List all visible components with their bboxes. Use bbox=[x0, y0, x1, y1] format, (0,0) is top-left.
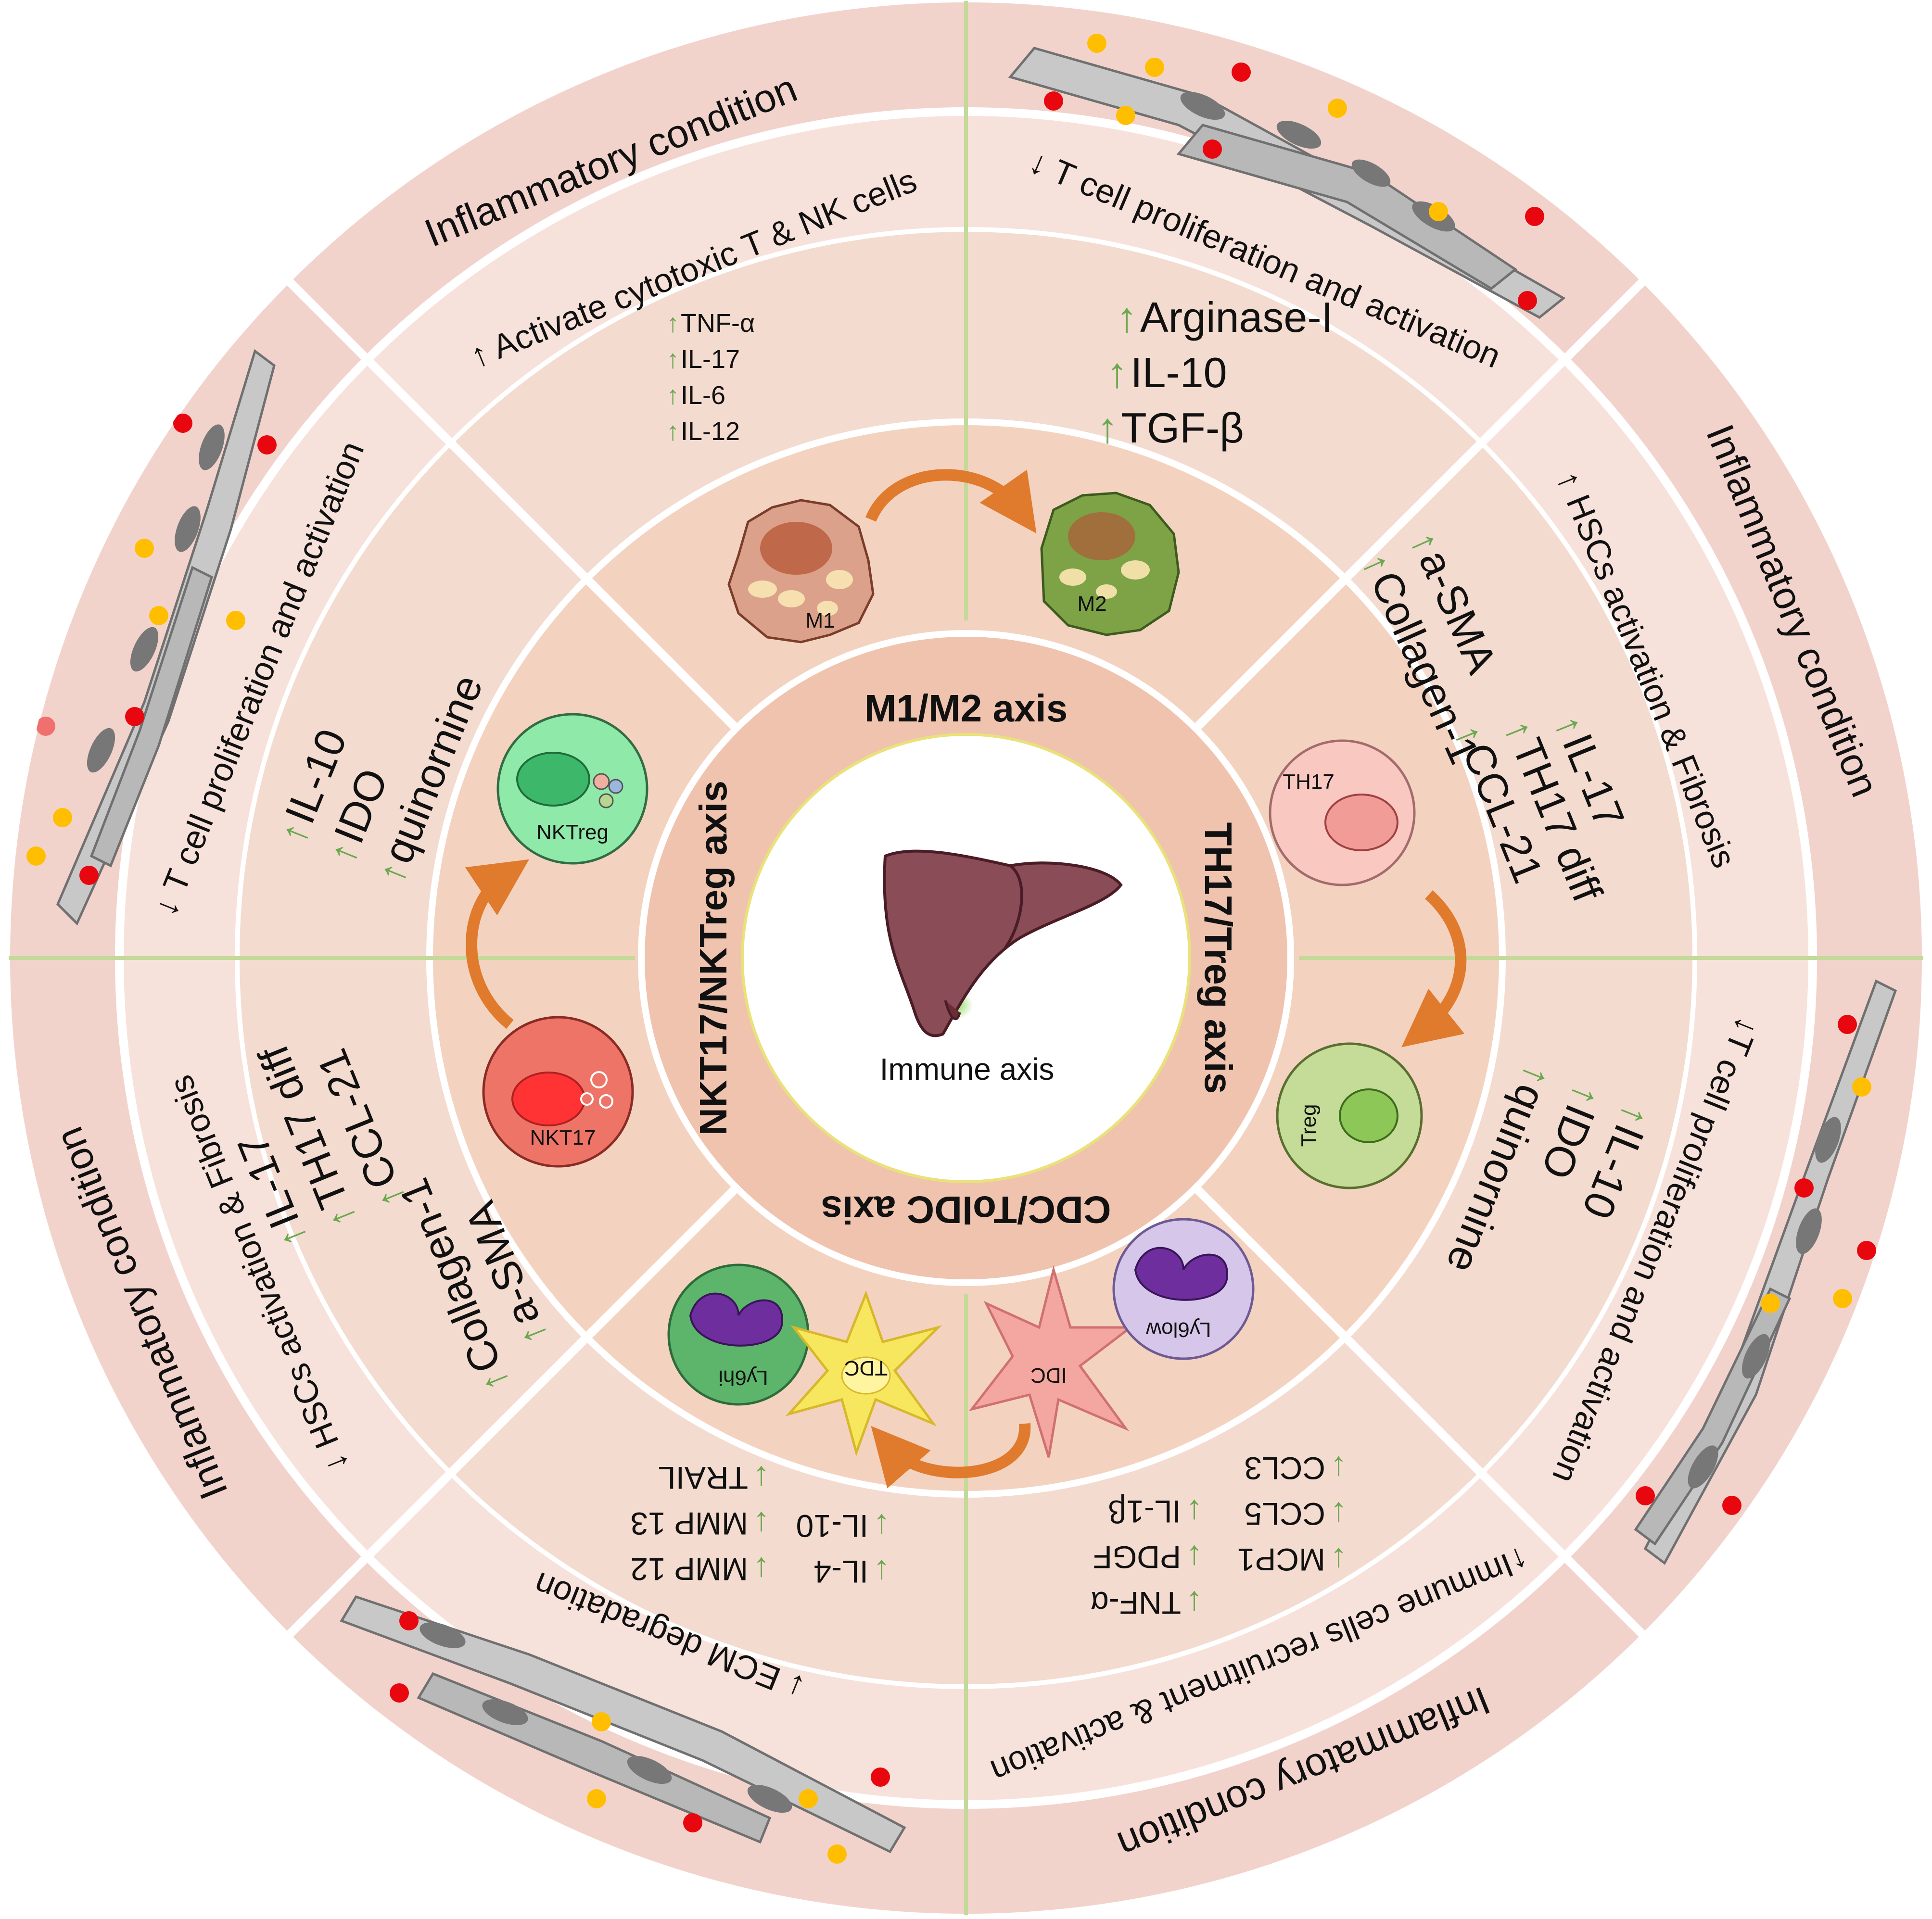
marker-list-idc-col2: ↓IL-1β ↓PDGF ↓TNF-α bbox=[1091, 1493, 1203, 1622]
svg-text:IL-10: IL-10 bbox=[796, 1508, 868, 1544]
marker-item: ↑TNF-α bbox=[666, 309, 755, 338]
m2-macrophage-icon: M2 bbox=[1040, 492, 1180, 636]
nktreg-cell-icon: NKTreg bbox=[496, 713, 648, 865]
svg-text:↑: ↑ bbox=[1116, 293, 1137, 341]
axis-label-th17treg: TH17/Treg axis bbox=[1197, 822, 1240, 1094]
marker-item: ↓IL-4 bbox=[813, 1553, 890, 1591]
svg-text:↑: ↑ bbox=[666, 345, 679, 374]
marker-list-tdc-col2: ↓IL-10 ↓IL-4 bbox=[796, 1508, 890, 1591]
nkt17-to-nktreg-arrow bbox=[465, 859, 529, 1029]
marker-item: ↑Arginase-I bbox=[1116, 293, 1333, 341]
svg-text:↓: ↓ bbox=[1330, 1450, 1347, 1488]
svg-text:CCL3: CCL3 bbox=[1244, 1451, 1325, 1486]
svg-text:TNF-α: TNF-α bbox=[681, 309, 755, 338]
marker-item: ↑IL-10 bbox=[1106, 349, 1227, 396]
marker-item: ↓MCP1 bbox=[1237, 1541, 1347, 1579]
marker-item: ↓MMP 13 bbox=[630, 1505, 770, 1543]
svg-text:↑: ↑ bbox=[666, 309, 679, 338]
nkt17-cell-icon: NKT17 bbox=[482, 1016, 634, 1168]
m1-macrophage-icon: M1 bbox=[727, 499, 875, 644]
tdc-label: TDC bbox=[844, 1356, 888, 1380]
th17-to-treg-arrow bbox=[1401, 890, 1467, 1048]
treg-cell-icon: Treg bbox=[1276, 1042, 1423, 1189]
m1-to-m2-arrow bbox=[865, 469, 1037, 534]
hsc-cluster-right-lower bbox=[1634, 979, 1897, 1565]
svg-text:IL-17: IL-17 bbox=[681, 345, 740, 374]
svg-text:↓: ↓ bbox=[753, 1551, 770, 1589]
marker-item: ↓TRAIL bbox=[658, 1460, 770, 1497]
marker-list-m1: ↑TNF-α ↑IL-17 ↑IL-6 ↑IL-12 bbox=[666, 309, 755, 446]
svg-text:PDGF: PDGF bbox=[1093, 1540, 1181, 1575]
nktreg-label: NKTreg bbox=[536, 821, 609, 844]
ly6hi-label: Ly6hi bbox=[718, 1366, 768, 1389]
ly6hi-cell-icon: Ly6hi bbox=[667, 1263, 810, 1406]
ly6low-cell-icon: Ly6low bbox=[1112, 1218, 1255, 1360]
svg-text:IL-4: IL-4 bbox=[813, 1554, 868, 1590]
marker-item: ↓MMP 12 bbox=[630, 1551, 770, 1589]
tdc-cell-icon: TDC bbox=[785, 1290, 942, 1457]
ly6low-label: Ly6low bbox=[1146, 1318, 1211, 1341]
svg-text:TGF-β: TGF-β bbox=[1121, 404, 1244, 452]
nkt17-label: NKT17 bbox=[530, 1126, 596, 1149]
marker-item: ↓CCL5 bbox=[1244, 1496, 1347, 1533]
svg-text:↑: ↑ bbox=[1097, 404, 1118, 452]
svg-text:↓: ↓ bbox=[1330, 1496, 1347, 1533]
marker-list-m2: ↑Arginase-I ↑IL-10 ↑TGF-β bbox=[1097, 293, 1333, 452]
svg-text:↓: ↓ bbox=[753, 1505, 770, 1543]
svg-text:CCL5: CCL5 bbox=[1244, 1496, 1325, 1532]
svg-text:IL-10: IL-10 bbox=[1131, 349, 1227, 396]
svg-text:IL-6: IL-6 bbox=[681, 381, 725, 410]
m2-label: M2 bbox=[1077, 592, 1106, 616]
marker-list-tdc-col1: ↓TRAIL ↓MMP 13 ↓MMP 12 bbox=[630, 1460, 770, 1589]
marker-item: ↑IL-12 bbox=[666, 417, 740, 446]
marker-item: ↓TNF-α bbox=[1091, 1585, 1203, 1622]
marker-item: ↑TGF-β bbox=[1097, 404, 1244, 452]
svg-text:↓: ↓ bbox=[873, 1508, 890, 1545]
hsc-cluster-left-upper bbox=[26, 349, 277, 926]
svg-text:↓: ↓ bbox=[1186, 1493, 1203, 1531]
axis-label-nkt: NKT17/NKTreg axis bbox=[692, 781, 735, 1136]
axis-label-m1m2: M1/M2 axis bbox=[864, 687, 1068, 730]
svg-text:↓: ↓ bbox=[1330, 1541, 1347, 1579]
liver-icon bbox=[883, 849, 1123, 1037]
th17-label: TH17 bbox=[1283, 770, 1335, 794]
marker-item: ↓PDGF bbox=[1093, 1539, 1203, 1577]
svg-text:↓: ↓ bbox=[753, 1460, 770, 1497]
svg-text:MMP 13: MMP 13 bbox=[630, 1506, 748, 1541]
hsc-cluster-top-right bbox=[1008, 34, 1566, 319]
idc-label: IDC bbox=[1030, 1364, 1067, 1387]
m1-label: M1 bbox=[805, 609, 835, 632]
th17-cell-icon: TH17 bbox=[1269, 739, 1416, 886]
svg-text:Arginase-I: Arginase-I bbox=[1140, 293, 1333, 341]
axis-label-cdctoldc: CDC/TolDC axis bbox=[821, 1188, 1111, 1231]
marker-item: ↑IL-17 bbox=[666, 345, 740, 374]
idc-to-tdc-arrow bbox=[871, 1423, 1031, 1489]
svg-text:↑: ↑ bbox=[1106, 349, 1128, 396]
marker-item: ↓IL-10 bbox=[796, 1508, 890, 1545]
svg-text:↓: ↓ bbox=[1186, 1585, 1203, 1622]
center-label: Immune axis bbox=[880, 1052, 1055, 1086]
svg-text:TNF-α: TNF-α bbox=[1091, 1585, 1181, 1621]
marker-item: ↓CCL3 bbox=[1244, 1450, 1347, 1488]
svg-text:IL-12: IL-12 bbox=[681, 417, 740, 446]
hsc-cluster-bottom-left bbox=[340, 1595, 906, 1864]
treg-label: Treg bbox=[1297, 1104, 1321, 1147]
svg-text:↑: ↑ bbox=[666, 417, 679, 446]
svg-text:↑: ↑ bbox=[666, 381, 679, 410]
svg-text:↓: ↓ bbox=[1186, 1539, 1203, 1577]
marker-item: ↑IL-6 bbox=[666, 381, 725, 410]
marker-item: ↓IL-1β bbox=[1108, 1493, 1203, 1531]
svg-text:MCP1: MCP1 bbox=[1237, 1542, 1325, 1578]
svg-text:↓: ↓ bbox=[873, 1553, 890, 1591]
svg-text:TRAIL: TRAIL bbox=[658, 1460, 748, 1496]
svg-text:MMP 12: MMP 12 bbox=[630, 1552, 748, 1587]
marker-list-idc-col1: ↓CCL3 ↓CCL5 ↓MCP1 bbox=[1237, 1450, 1347, 1579]
svg-text:IL-1β: IL-1β bbox=[1108, 1494, 1181, 1529]
